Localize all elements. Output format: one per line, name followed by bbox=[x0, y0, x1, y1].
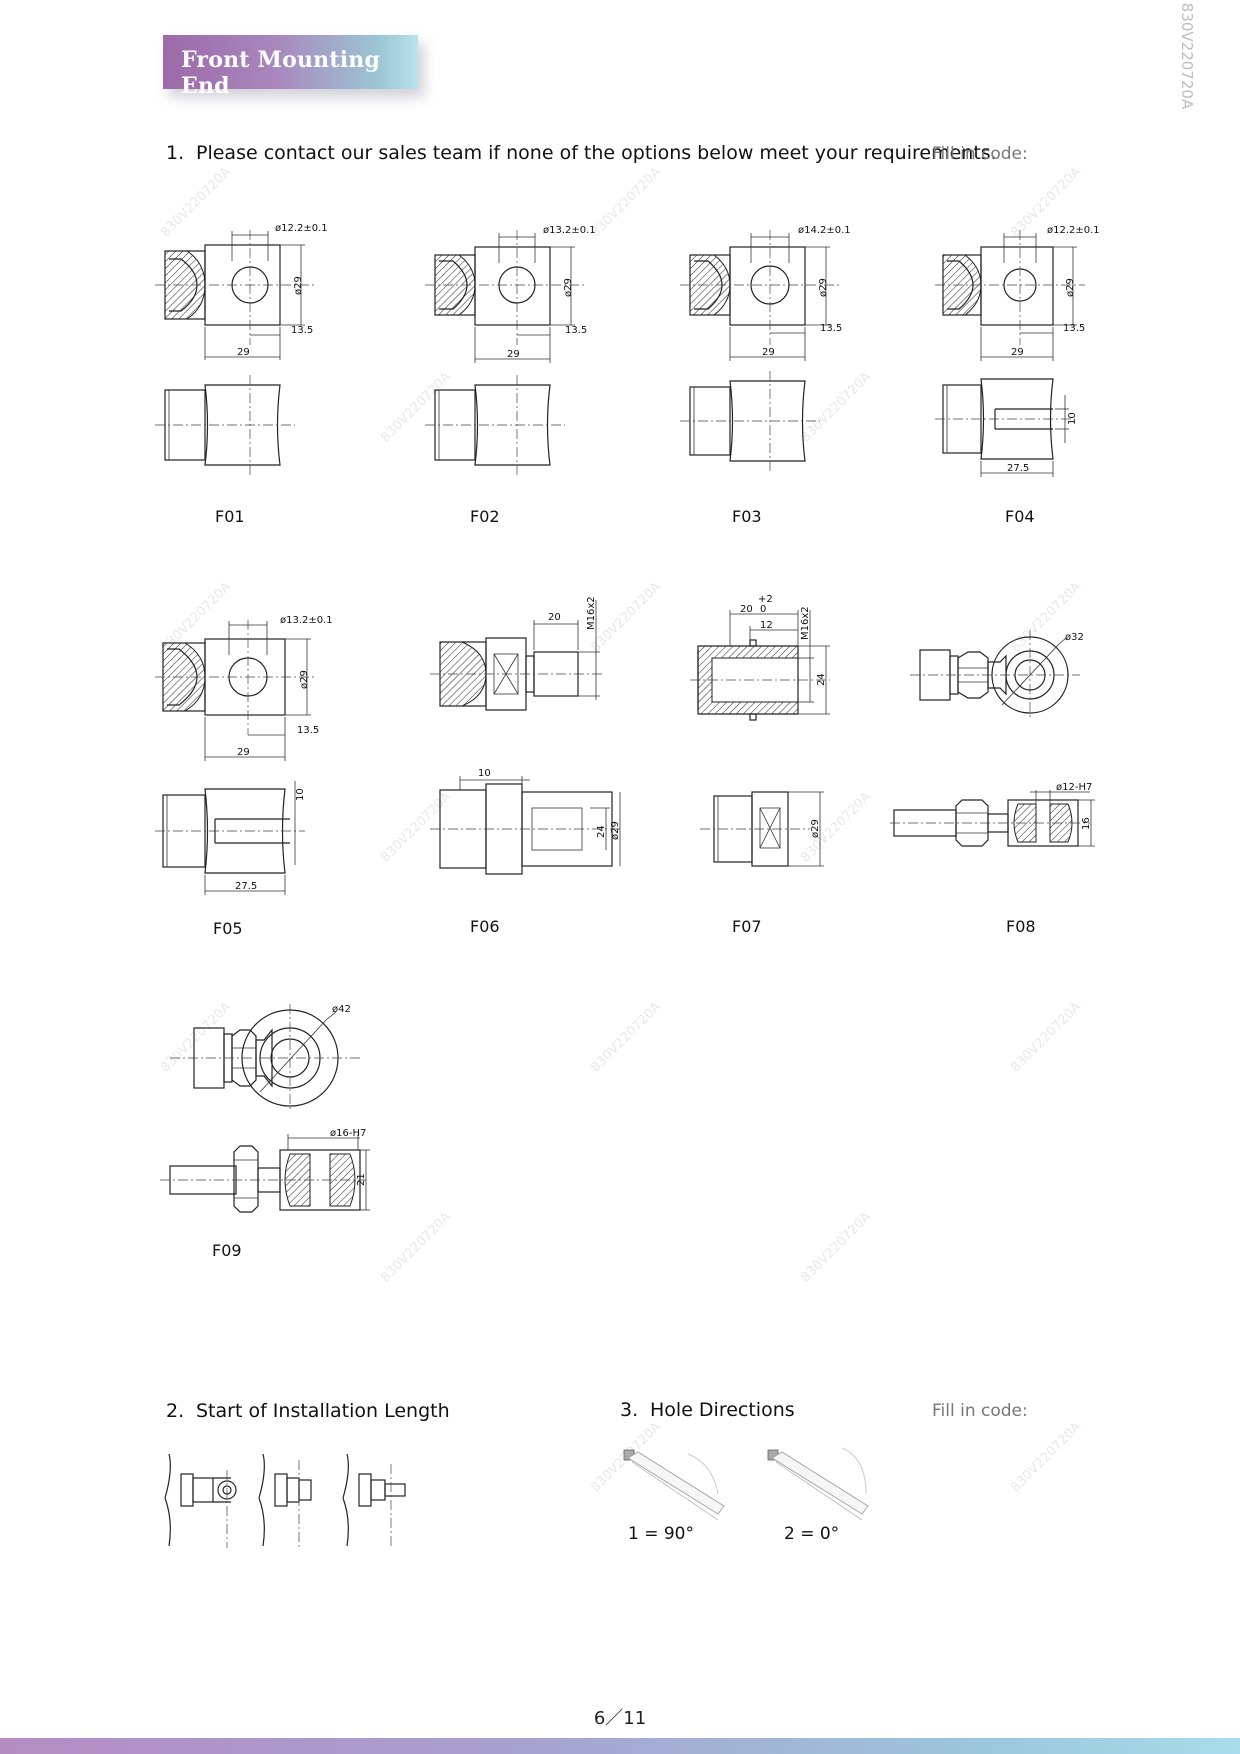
f04-dim-2: 13.5 bbox=[1063, 323, 1085, 334]
option-f02[interactable]: ø13.2±0.1 ø29 13.5 29 F02 bbox=[425, 215, 725, 565]
f06-dim-1: M16x2 bbox=[586, 596, 597, 630]
f07-dim-5: 24 bbox=[816, 673, 827, 686]
section-2-heading: 2.Start of Installation Length bbox=[166, 1400, 450, 1422]
f03-dim-2: 13.5 bbox=[820, 323, 842, 334]
option-code: F07 bbox=[732, 917, 762, 936]
option-code: F09 bbox=[212, 1241, 242, 1260]
f03-dim-0: ø14.2±0.1 bbox=[798, 225, 851, 236]
option-f06[interactable]: 20 M16x2 10 24 ø29 F06 bbox=[430, 590, 730, 940]
f02-dim-0: ø13.2±0.1 bbox=[543, 225, 596, 236]
option-code: F02 bbox=[470, 507, 500, 526]
installation-length-diagrams bbox=[163, 1450, 433, 1550]
hole-direction-0[interactable] bbox=[762, 1444, 872, 1529]
document-code: 830V220720A bbox=[1178, 2, 1196, 110]
f07-dim-3: 12 bbox=[760, 620, 773, 631]
f06-dim-3: 24 bbox=[596, 825, 607, 838]
section-3-heading: 3.Hole Directions bbox=[620, 1399, 795, 1421]
option-code: F04 bbox=[1005, 507, 1035, 526]
hole-direction-1-label: 1 = 90° bbox=[628, 1524, 694, 1544]
f07-dim-0: 20 bbox=[740, 604, 753, 615]
option-f03[interactable]: ø14.2±0.1 ø29 13.5 29 F03 bbox=[680, 215, 980, 565]
hole-direction-90[interactable] bbox=[618, 1444, 728, 1529]
f05-dim-2: 13.5 bbox=[297, 725, 319, 736]
f05-dim-5: 27.5 bbox=[235, 881, 257, 892]
watermark: 830V220720A bbox=[588, 999, 665, 1076]
option-f04[interactable]: ø12.2±0.1 ø29 13.5 29 10 27.5 F04 bbox=[935, 215, 1235, 565]
option-f01[interactable]: ø12.2±0.1 ø29 13.5 29 F01 bbox=[155, 215, 455, 565]
f07-dim-2: 0 bbox=[760, 604, 766, 615]
f01-dim-0: ø12.2±0.1 bbox=[275, 223, 328, 234]
watermark: 830V220720A bbox=[1008, 1419, 1085, 1496]
option-code: F03 bbox=[732, 507, 762, 526]
f04-dim-0: ø12.2±0.1 bbox=[1047, 225, 1100, 236]
watermark: 830V220720A bbox=[1008, 999, 1085, 1076]
option-code: F08 bbox=[1006, 917, 1036, 936]
f02-dim-3: 29 bbox=[507, 349, 520, 360]
f04-dim-3: 29 bbox=[1011, 347, 1024, 358]
f01-drawing: ø12.2±0.1 ø29 13.5 29 bbox=[155, 223, 328, 475]
f05-dim-0: ø13.2±0.1 bbox=[280, 615, 333, 626]
option-f05[interactable]: ø13.2±0.1 ø29 13.5 29 10 27.5 F05 bbox=[155, 605, 455, 955]
section-banner: Front Mounting End bbox=[163, 35, 418, 99]
f04-dim-5: 27.5 bbox=[1007, 463, 1029, 474]
f06-drawing: 20 M16x2 10 24 ø29 bbox=[430, 596, 621, 875]
watermark: 830V220720A bbox=[798, 1209, 875, 1286]
f03-dim-1: ø29 bbox=[818, 278, 829, 297]
f09-dim-2: 21 bbox=[356, 1173, 367, 1186]
option-code: F06 bbox=[470, 917, 500, 936]
f03-drawing: ø14.2±0.1 ø29 13.5 29 bbox=[680, 225, 851, 471]
section-1-heading: 1.Please contact our sales team if none … bbox=[166, 142, 997, 164]
f07-dim-4: M16x2 bbox=[800, 606, 811, 640]
option-f07[interactable]: 20 +2 0 12 M16x2 24 ø29 F07 bbox=[690, 590, 990, 940]
f06-dim-4: ø29 bbox=[610, 821, 621, 840]
f05-dim-1: ø29 bbox=[299, 670, 310, 689]
option-f08[interactable]: ø32 ø12-H7 16 F08 bbox=[890, 620, 1190, 970]
footer-bar bbox=[0, 1738, 1240, 1754]
fill-in-code-label-2: Fill in code: bbox=[932, 1401, 1028, 1421]
f08-dim-1: ø12-H7 bbox=[1056, 782, 1092, 793]
actuator-90-drawing bbox=[623, 1449, 725, 1521]
f04-dim-1: ø29 bbox=[1065, 278, 1076, 297]
page-number: 6／11 bbox=[593, 1708, 647, 1729]
f02-drawing: ø13.2±0.1 ø29 13.5 29 bbox=[425, 225, 596, 475]
f07-dim-6: ø29 bbox=[810, 819, 821, 838]
f01-dim-2: 13.5 bbox=[291, 325, 313, 336]
f09-dim-0: ø42 bbox=[332, 1004, 351, 1015]
f08-drawing: ø32 ø12-H7 16 bbox=[890, 630, 1095, 847]
f05-dim-3: 29 bbox=[237, 747, 250, 758]
f01-dim-1: ø29 bbox=[293, 276, 304, 295]
f05-dim-4: 10 bbox=[295, 788, 306, 801]
page-title: Front Mounting End bbox=[181, 47, 381, 99]
f03-dim-3: 29 bbox=[762, 347, 775, 358]
f01-dim-3: 29 bbox=[237, 347, 250, 358]
f08-dim-0: ø32 bbox=[1065, 632, 1084, 643]
f07-drawing: 20 +2 0 12 M16x2 24 ø29 bbox=[690, 594, 830, 867]
option-f09[interactable]: ø42 ø16-H7 21 F09 bbox=[160, 1000, 460, 1350]
f06-dim-2: 10 bbox=[478, 768, 491, 779]
f04-dim-4: 10 bbox=[1067, 412, 1078, 425]
f02-dim-1: ø29 bbox=[563, 278, 574, 297]
option-code: F01 bbox=[215, 507, 245, 526]
f09-drawing: ø42 ø16-H7 21 bbox=[160, 1004, 370, 1213]
fill-in-code-label: Fill in code: bbox=[932, 144, 1028, 164]
option-code: F05 bbox=[213, 919, 243, 938]
hole-direction-2-label: 2 = 0° bbox=[784, 1524, 840, 1544]
f09-dim-1: ø16-H7 bbox=[330, 1128, 366, 1139]
actuator-0-drawing bbox=[767, 1447, 869, 1521]
f05-drawing: ø13.2±0.1 ø29 13.5 29 10 27.5 bbox=[155, 615, 333, 895]
f06-dim-0: 20 bbox=[548, 612, 561, 623]
f04-drawing: ø12.2±0.1 ø29 13.5 29 10 27.5 bbox=[935, 225, 1100, 477]
f02-dim-2: 13.5 bbox=[565, 325, 587, 336]
f08-dim-2: 16 bbox=[1081, 817, 1092, 830]
installation-length-drawing bbox=[164, 1453, 406, 1548]
f07-dim-1: +2 bbox=[758, 594, 773, 605]
